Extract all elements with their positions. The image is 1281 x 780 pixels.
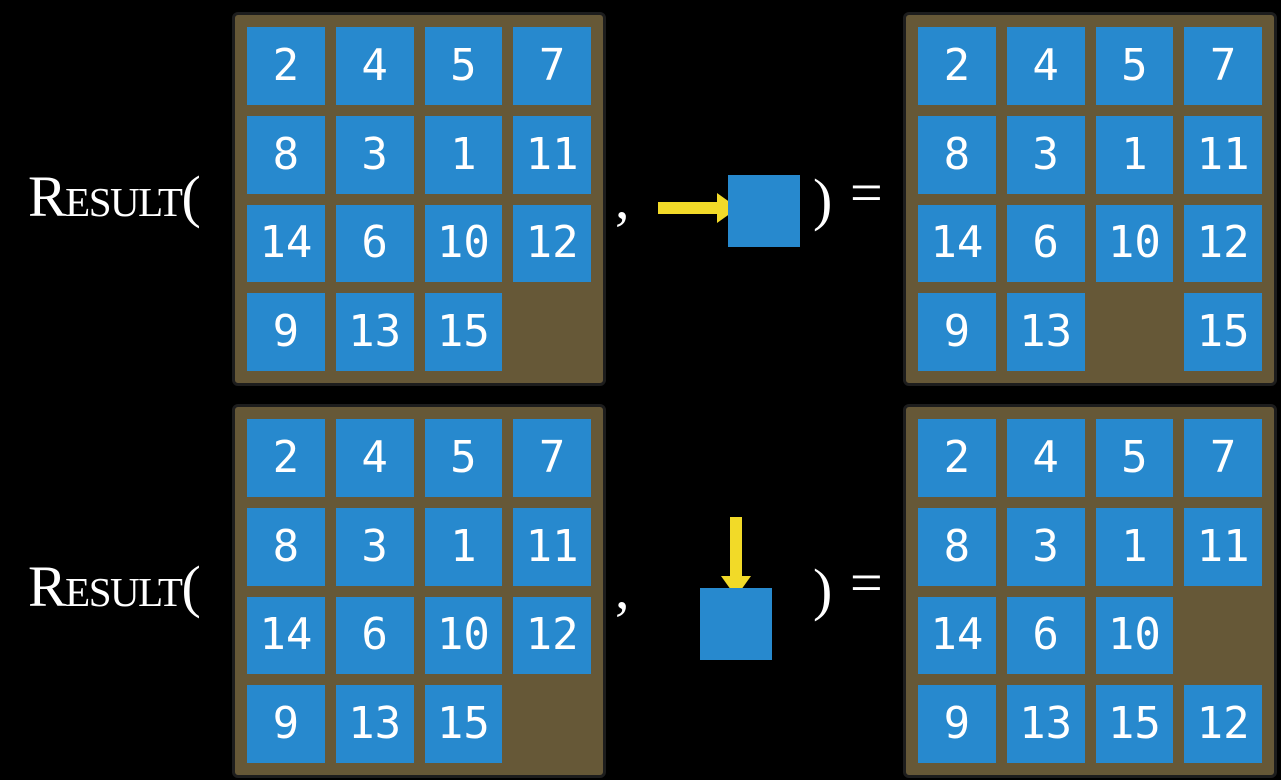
result-call-label: Result( bbox=[28, 558, 201, 616]
puzzle-tile: 11 bbox=[1184, 507, 1262, 586]
empty-cell bbox=[1184, 597, 1262, 675]
puzzle-tile: 1 bbox=[424, 507, 503, 586]
puzzle-tile: 12 bbox=[513, 596, 591, 675]
puzzle-tile: 8 bbox=[918, 115, 996, 194]
puzzle-tile: 4 bbox=[335, 27, 414, 105]
puzzle-tile: 11 bbox=[513, 507, 591, 586]
puzzle-tile: 2 bbox=[247, 419, 325, 497]
comma: , bbox=[615, 556, 630, 621]
puzzle-tile: 4 bbox=[1006, 419, 1085, 497]
puzzle-tile: 9 bbox=[918, 685, 996, 763]
puzzle-tile: 7 bbox=[513, 419, 591, 497]
puzzle-tile: 12 bbox=[513, 204, 591, 283]
puzzle-tile: 3 bbox=[335, 507, 414, 586]
puzzle-tile: 14 bbox=[247, 596, 325, 675]
puzzle-tile: 5 bbox=[424, 27, 503, 105]
close-paren: ) bbox=[813, 167, 833, 232]
puzzle-tile: 3 bbox=[1006, 507, 1085, 586]
empty-cell bbox=[513, 293, 591, 371]
puzzle-tile: 1 bbox=[424, 115, 503, 194]
puzzle-tile: 7 bbox=[1184, 27, 1262, 105]
puzzle-tile: 13 bbox=[1006, 685, 1085, 763]
puzzle-tile: 5 bbox=[1095, 419, 1174, 497]
puzzle-tile: 11 bbox=[513, 115, 591, 194]
puzzle-tile: 15 bbox=[424, 685, 503, 763]
puzzle-tile: 9 bbox=[918, 293, 996, 371]
puzzle-tile: 9 bbox=[247, 293, 325, 371]
puzzle-tile: 4 bbox=[1006, 27, 1085, 105]
puzzle-tile: 1 bbox=[1095, 507, 1174, 586]
move-tile-square bbox=[728, 175, 800, 247]
puzzle-tile: 6 bbox=[335, 204, 414, 283]
puzzle-tile: 13 bbox=[335, 685, 414, 763]
puzzle-tile: 3 bbox=[335, 115, 414, 194]
puzzle-tile: 10 bbox=[1095, 204, 1174, 283]
open-paren: ( bbox=[181, 164, 201, 229]
close-paren: ) bbox=[813, 557, 833, 622]
puzzle-tile: 6 bbox=[1006, 204, 1085, 283]
empty-cell bbox=[513, 685, 591, 763]
puzzle-tile: 5 bbox=[424, 419, 503, 497]
puzzle-tile: 6 bbox=[335, 596, 414, 675]
comma: , bbox=[615, 166, 630, 231]
puzzle-tile: 10 bbox=[424, 204, 503, 283]
arrow-right-icon bbox=[658, 193, 738, 223]
result-call-label: Result( bbox=[28, 168, 201, 226]
move-tile-square bbox=[700, 588, 772, 660]
puzzle-tile: 13 bbox=[335, 293, 414, 371]
puzzle-tile: 8 bbox=[918, 507, 996, 586]
puzzle-tile: 2 bbox=[918, 419, 996, 497]
empty-cell bbox=[1096, 293, 1174, 371]
puzzle-tile: 14 bbox=[247, 204, 325, 283]
puzzle-tile: 10 bbox=[424, 596, 503, 675]
puzzle-tile: 9 bbox=[247, 685, 325, 763]
arrow-down-icon bbox=[721, 517, 751, 597]
puzzle-tile: 8 bbox=[247, 115, 325, 194]
puzzle-tile: 15 bbox=[1095, 685, 1174, 763]
puzzle-tile: 15 bbox=[424, 293, 503, 371]
equals-sign: = bbox=[850, 160, 883, 225]
puzzle-tile: 11 bbox=[1184, 115, 1262, 194]
puzzle-tile: 6 bbox=[1006, 596, 1085, 675]
puzzle-tile: 2 bbox=[918, 27, 996, 105]
function-name: Result bbox=[28, 164, 183, 229]
puzzle-tile: 7 bbox=[1184, 419, 1262, 497]
puzzle-tile: 15 bbox=[1184, 293, 1262, 371]
puzzle-tile: 14 bbox=[918, 596, 996, 675]
puzzle-tile: 10 bbox=[1095, 596, 1174, 675]
puzzle-tile: 12 bbox=[1184, 204, 1262, 283]
puzzle-tile: 4 bbox=[335, 419, 414, 497]
open-paren: ( bbox=[181, 554, 201, 619]
puzzle-tile: 3 bbox=[1006, 115, 1085, 194]
puzzle-tile: 8 bbox=[247, 507, 325, 586]
function-name: Result bbox=[28, 554, 183, 619]
puzzle-tile: 1 bbox=[1095, 115, 1174, 194]
puzzle-tile: 2 bbox=[247, 27, 325, 105]
puzzle-tile: 14 bbox=[918, 204, 996, 283]
puzzle-tile: 5 bbox=[1095, 27, 1174, 105]
puzzle-tile: 12 bbox=[1184, 685, 1262, 763]
puzzle-tile: 7 bbox=[513, 27, 591, 105]
puzzle-tile: 13 bbox=[1006, 293, 1085, 371]
equals-sign: = bbox=[850, 550, 883, 615]
